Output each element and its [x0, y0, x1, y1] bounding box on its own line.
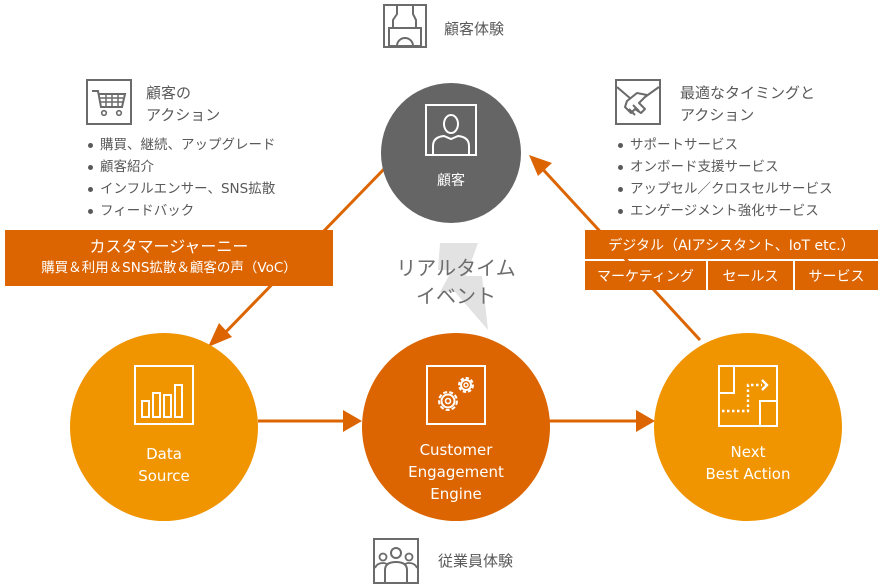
- lightning-icon: [438, 243, 488, 330]
- employee-experience-icon: [373, 538, 419, 584]
- customer-experience-label: 顧客体験: [444, 20, 505, 38]
- timing-actions-list: サポートサービス オンボード支援サービス アップセル／クロスセルサービス エンゲ…: [616, 134, 833, 222]
- engine-label-line1: Customer: [419, 441, 493, 459]
- list-item: サポートサービス: [616, 134, 833, 156]
- person-icon: [425, 104, 477, 156]
- data-source-label-line1: Data: [146, 445, 182, 463]
- list-item: インフルエンサー、SNS拡散: [86, 178, 276, 200]
- customer-actions-list: 購買、継続、アップグレード 顧客紹介 インフルエンサー、SNS拡散 フィードバッ…: [86, 134, 276, 222]
- nba-label-line1: Next: [730, 443, 766, 461]
- customer-actions-title-line2: アクション: [146, 106, 221, 124]
- arrowhead-customer: [529, 155, 552, 176]
- next-best-action-node: Next Best Action: [654, 333, 842, 521]
- customer-node: 顧客: [381, 83, 521, 223]
- customer-node-label: 顧客: [437, 173, 465, 189]
- floor-plan-route-icon: [718, 365, 778, 427]
- customer-journey-title: カスタマージャーニー: [89, 237, 249, 256]
- nba-label-line2: Best Action: [705, 465, 791, 483]
- list-item: 顧客紹介: [86, 156, 276, 178]
- list-item: 購買、継続、アップグレード: [86, 134, 276, 156]
- employee-experience-label: 従業員体験: [438, 552, 514, 570]
- channel-service: サービス: [795, 261, 878, 290]
- channel-sales: セールス: [708, 261, 793, 290]
- data-source-label-line2: Source: [138, 467, 190, 485]
- shopping-cart-icon: [86, 79, 132, 125]
- customer-actions-title: 顧客の アクション: [146, 82, 220, 126]
- realtime-line2: イベント: [416, 284, 496, 308]
- customer-journey-subtitle: 購買＆利用＆SNS拡散＆顧客の声（VoC）: [41, 260, 297, 276]
- gears-icon: [426, 365, 486, 425]
- list-item: オンボード支援サービス: [616, 156, 833, 178]
- timing-actions-title-line2: アクション: [680, 106, 755, 124]
- list-item: アップセル／クロスセルサービス: [616, 178, 833, 200]
- realtime-line1: リアルタイム: [396, 256, 516, 280]
- data-source-node: Data Source: [70, 333, 258, 521]
- channel-marketing: マーケティング: [585, 261, 706, 290]
- arrowhead-engine: [343, 410, 362, 432]
- customer-actions-title-line1: 顧客の: [146, 84, 192, 102]
- timing-actions-title: 最適なタイミングと アクション: [680, 82, 815, 126]
- arrowhead-nba: [636, 410, 655, 432]
- engine-label-line3: Engine: [430, 485, 482, 503]
- list-item: エンゲージメント強化サービス: [616, 200, 833, 222]
- arrowhead-data-source: [208, 323, 232, 347]
- timing-actions-title-line1: 最適なタイミングと: [680, 84, 816, 102]
- channel-digital: デジタル（AIアシスタント、IoT etc.）: [585, 230, 878, 259]
- customer-experience-icon: [383, 4, 427, 48]
- engine-label-line2: Engagement: [408, 463, 504, 481]
- bar-chart-icon: [134, 365, 194, 425]
- handshake-icon: [615, 79, 661, 125]
- customer-journey-box: カスタマージャーニー 購買＆利用＆SNS拡散＆顧客の声（VoC）: [5, 230, 333, 286]
- realtime-event-label: リアルタイム イベント: [371, 254, 541, 310]
- list-item: フィードバック: [86, 200, 276, 222]
- engine-node: Customer Engagement Engine: [362, 333, 550, 521]
